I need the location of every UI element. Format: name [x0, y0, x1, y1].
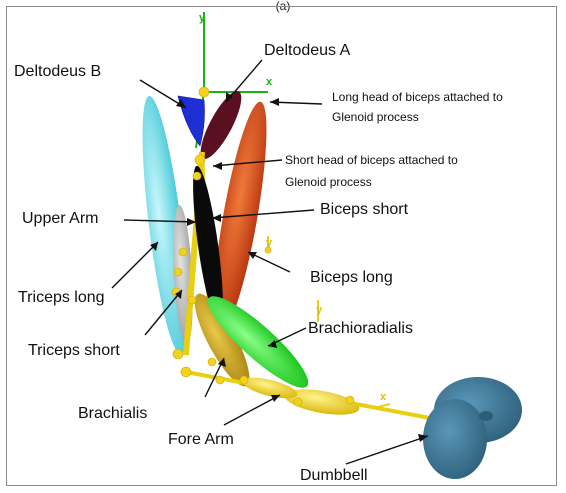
label-fore-arm: Fore Arm	[168, 431, 234, 448]
axis-x-forearm: x	[380, 391, 387, 403]
label-brachioradialis: Brachioradialis	[308, 320, 413, 337]
label-deltoideus-b: Deltodeus B	[14, 63, 101, 80]
dumbbell	[423, 377, 522, 479]
label-short-head-line1: Short head of biceps attached to	[285, 153, 458, 167]
label-dumbbell: Dumbbell	[300, 467, 368, 484]
axis-y-brachio: y	[316, 304, 323, 316]
label-biceps-long: Biceps long	[310, 269, 393, 286]
label-upper-arm: Upper Arm	[22, 210, 98, 227]
label-short-head-line2: Glenoid process	[285, 175, 372, 189]
label-deltoideus-a: Deltodeus A	[264, 42, 351, 59]
label-triceps-long: Triceps long	[18, 289, 105, 306]
label-long-head-line1: Long head of biceps attached to	[332, 90, 503, 104]
label-long-head-line2: Glenoid process	[332, 110, 419, 124]
label-triceps-short: Triceps short	[28, 342, 120, 359]
axis-y-top: y	[199, 12, 206, 24]
label-brachialis: Brachialis	[78, 405, 147, 422]
axis-x-shoulder: x	[266, 76, 273, 88]
label-biceps-short: Biceps short	[320, 201, 409, 218]
